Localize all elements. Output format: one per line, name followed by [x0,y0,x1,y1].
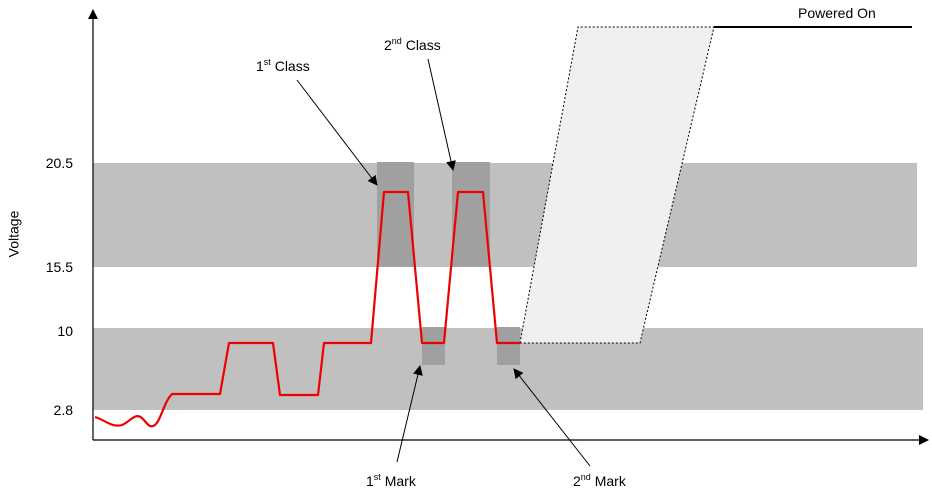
mark2-highlight [497,327,520,365]
mark1-highlight [422,327,445,365]
classification-voltage-band [93,163,917,267]
mark1-label: 1st Mark [366,472,416,490]
powered-on-label: Powered On [798,5,876,21]
signal-trace [94,190,520,428]
class2-highlight [452,162,490,267]
class1-label: 1st Class [256,57,310,75]
tick-label-10: 10 [57,323,73,339]
class2-label: 2nd Class [384,36,441,54]
y-axis-label: Voltage [5,210,22,258]
tick-label-20-5: 20.5 [45,155,73,171]
class1-arrow [296,79,378,186]
mark2-label: 2nd Mark [573,472,626,490]
mark2-arrow [513,368,591,467]
mark1-arrow [396,365,423,463]
class2-arrow [427,58,456,171]
tick-label-15-5: 15.5 [45,259,73,275]
tick-label-2-8: 2.8 [53,402,73,418]
